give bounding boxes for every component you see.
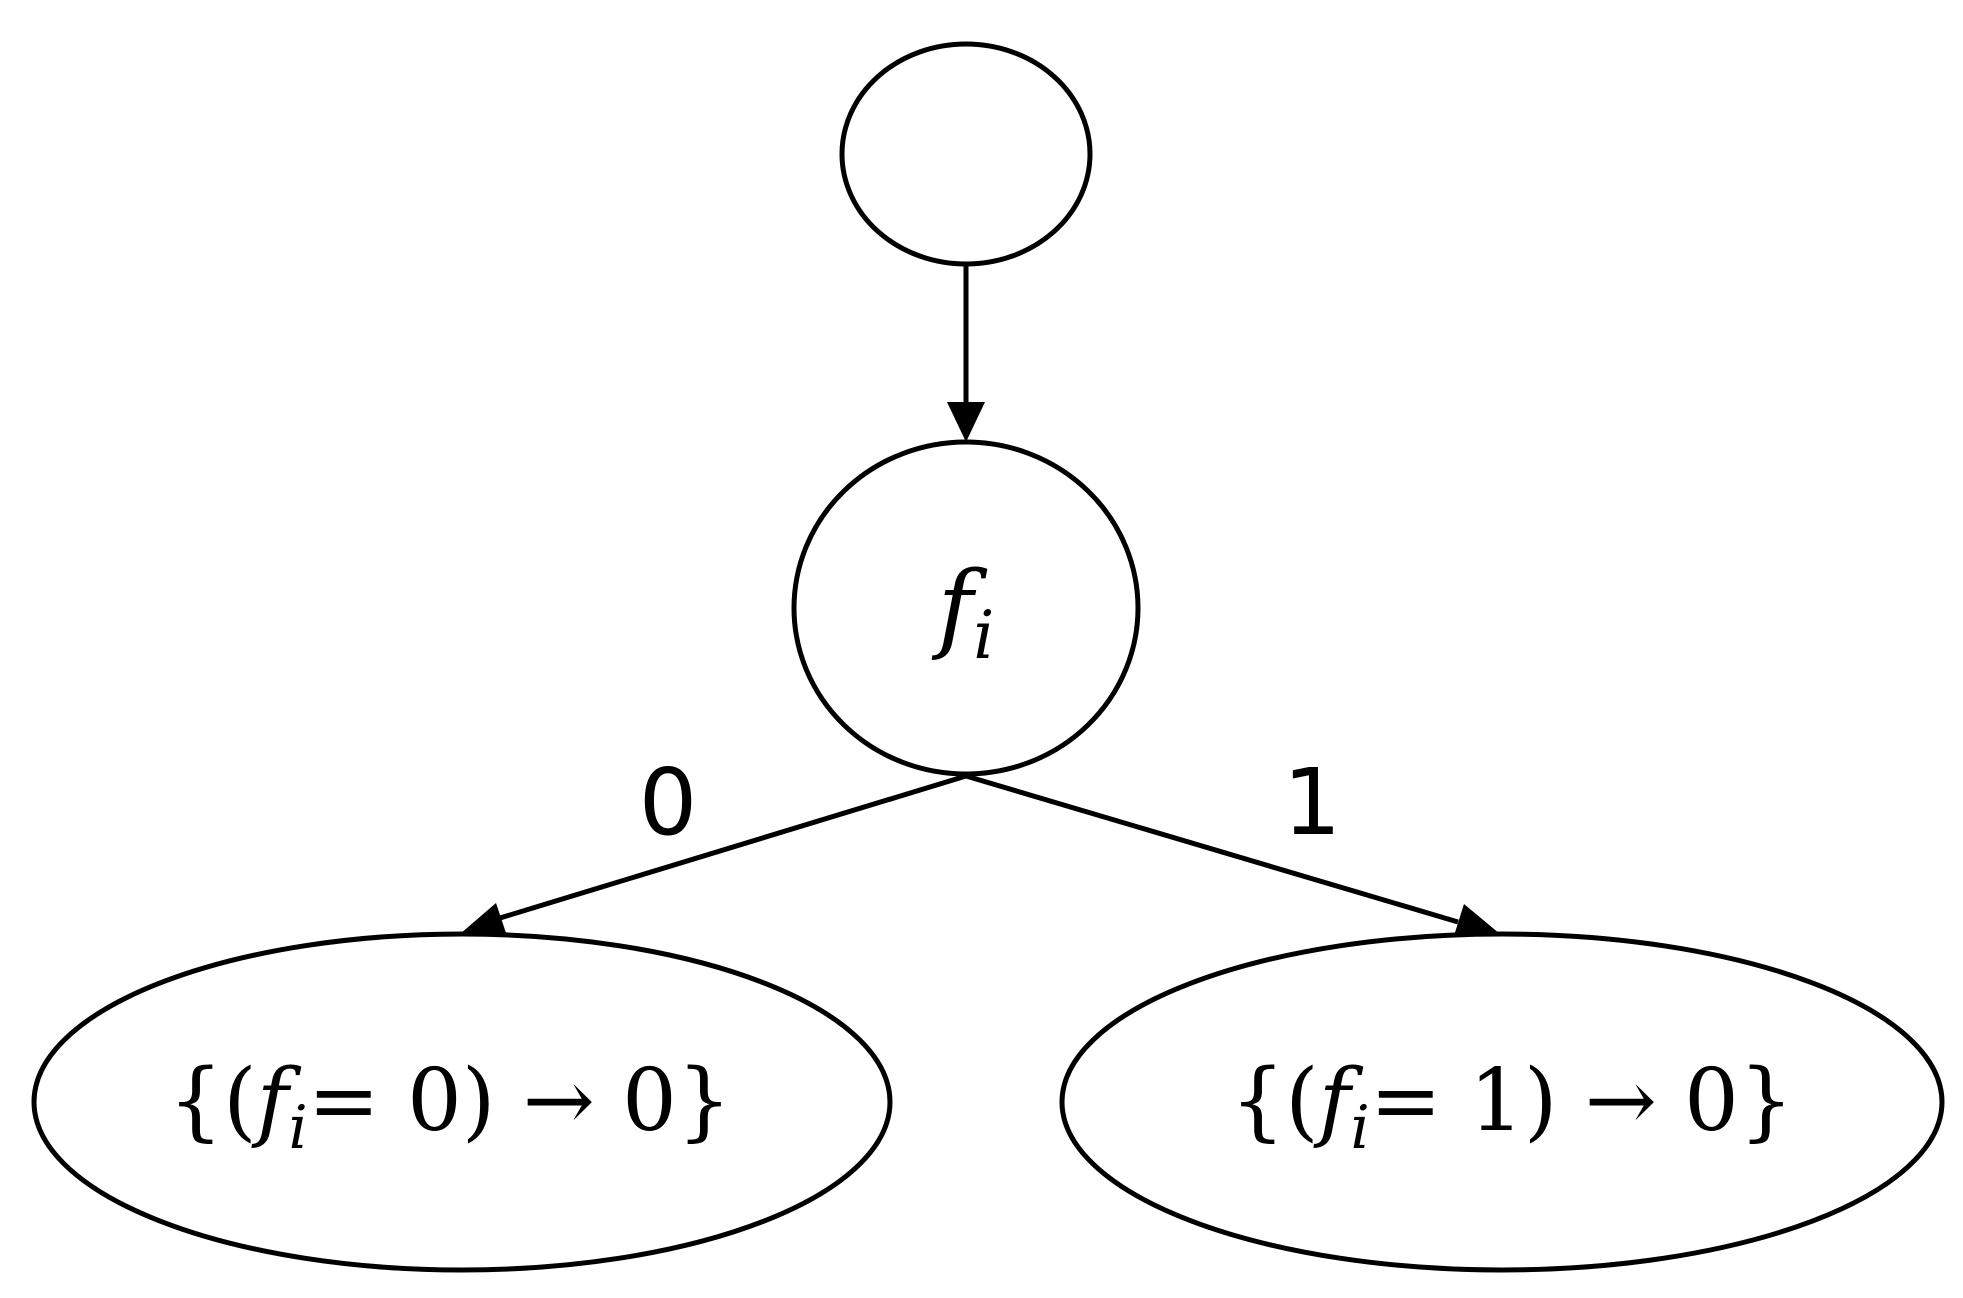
- edge-right-line: [965, 773, 1459, 925]
- leaf-node-left-shape: [31, 931, 893, 1273]
- leaf-right-rest: = 1) → 0}: [1370, 1051, 1794, 1151]
- feature-node-shape: [791, 439, 1141, 777]
- leaf-node-left: {(fi= 0) → 0}: [31, 931, 893, 1273]
- feature-node: fi: [791, 439, 1141, 777]
- feature-subscript: i: [973, 597, 994, 674]
- root-node: [839, 41, 1093, 267]
- leaf-right-subscript: i: [1351, 1093, 1370, 1163]
- leaf-left-subscript: i: [289, 1093, 308, 1163]
- root-node-shape: [839, 41, 1093, 267]
- leaf-node-right-shape: [1059, 931, 1945, 1273]
- leaf-right-open: {(: [1230, 1051, 1318, 1151]
- edge-left-line: [499, 773, 967, 921]
- leaf-node-right: {(fi= 1) → 0}: [1059, 931, 1945, 1273]
- arrow-head: [460, 903, 508, 939]
- edge-left-label: 0: [639, 749, 698, 856]
- arrow-head: [947, 402, 985, 442]
- edge-right: 1: [965, 749, 1500, 942]
- leaf-node-left-label: {(fi= 0) → 0}: [168, 1051, 731, 1163]
- leaf-node-right-label: {(fi= 1) → 0}: [1230, 1051, 1793, 1163]
- leaf-left-open: {(: [168, 1051, 256, 1151]
- leaf-left-rest: = 0) → 0}: [308, 1051, 732, 1151]
- edge-right-label: 1: [1283, 749, 1342, 856]
- edge-left: 0: [460, 749, 967, 939]
- edge-root-to-feature: [947, 264, 985, 442]
